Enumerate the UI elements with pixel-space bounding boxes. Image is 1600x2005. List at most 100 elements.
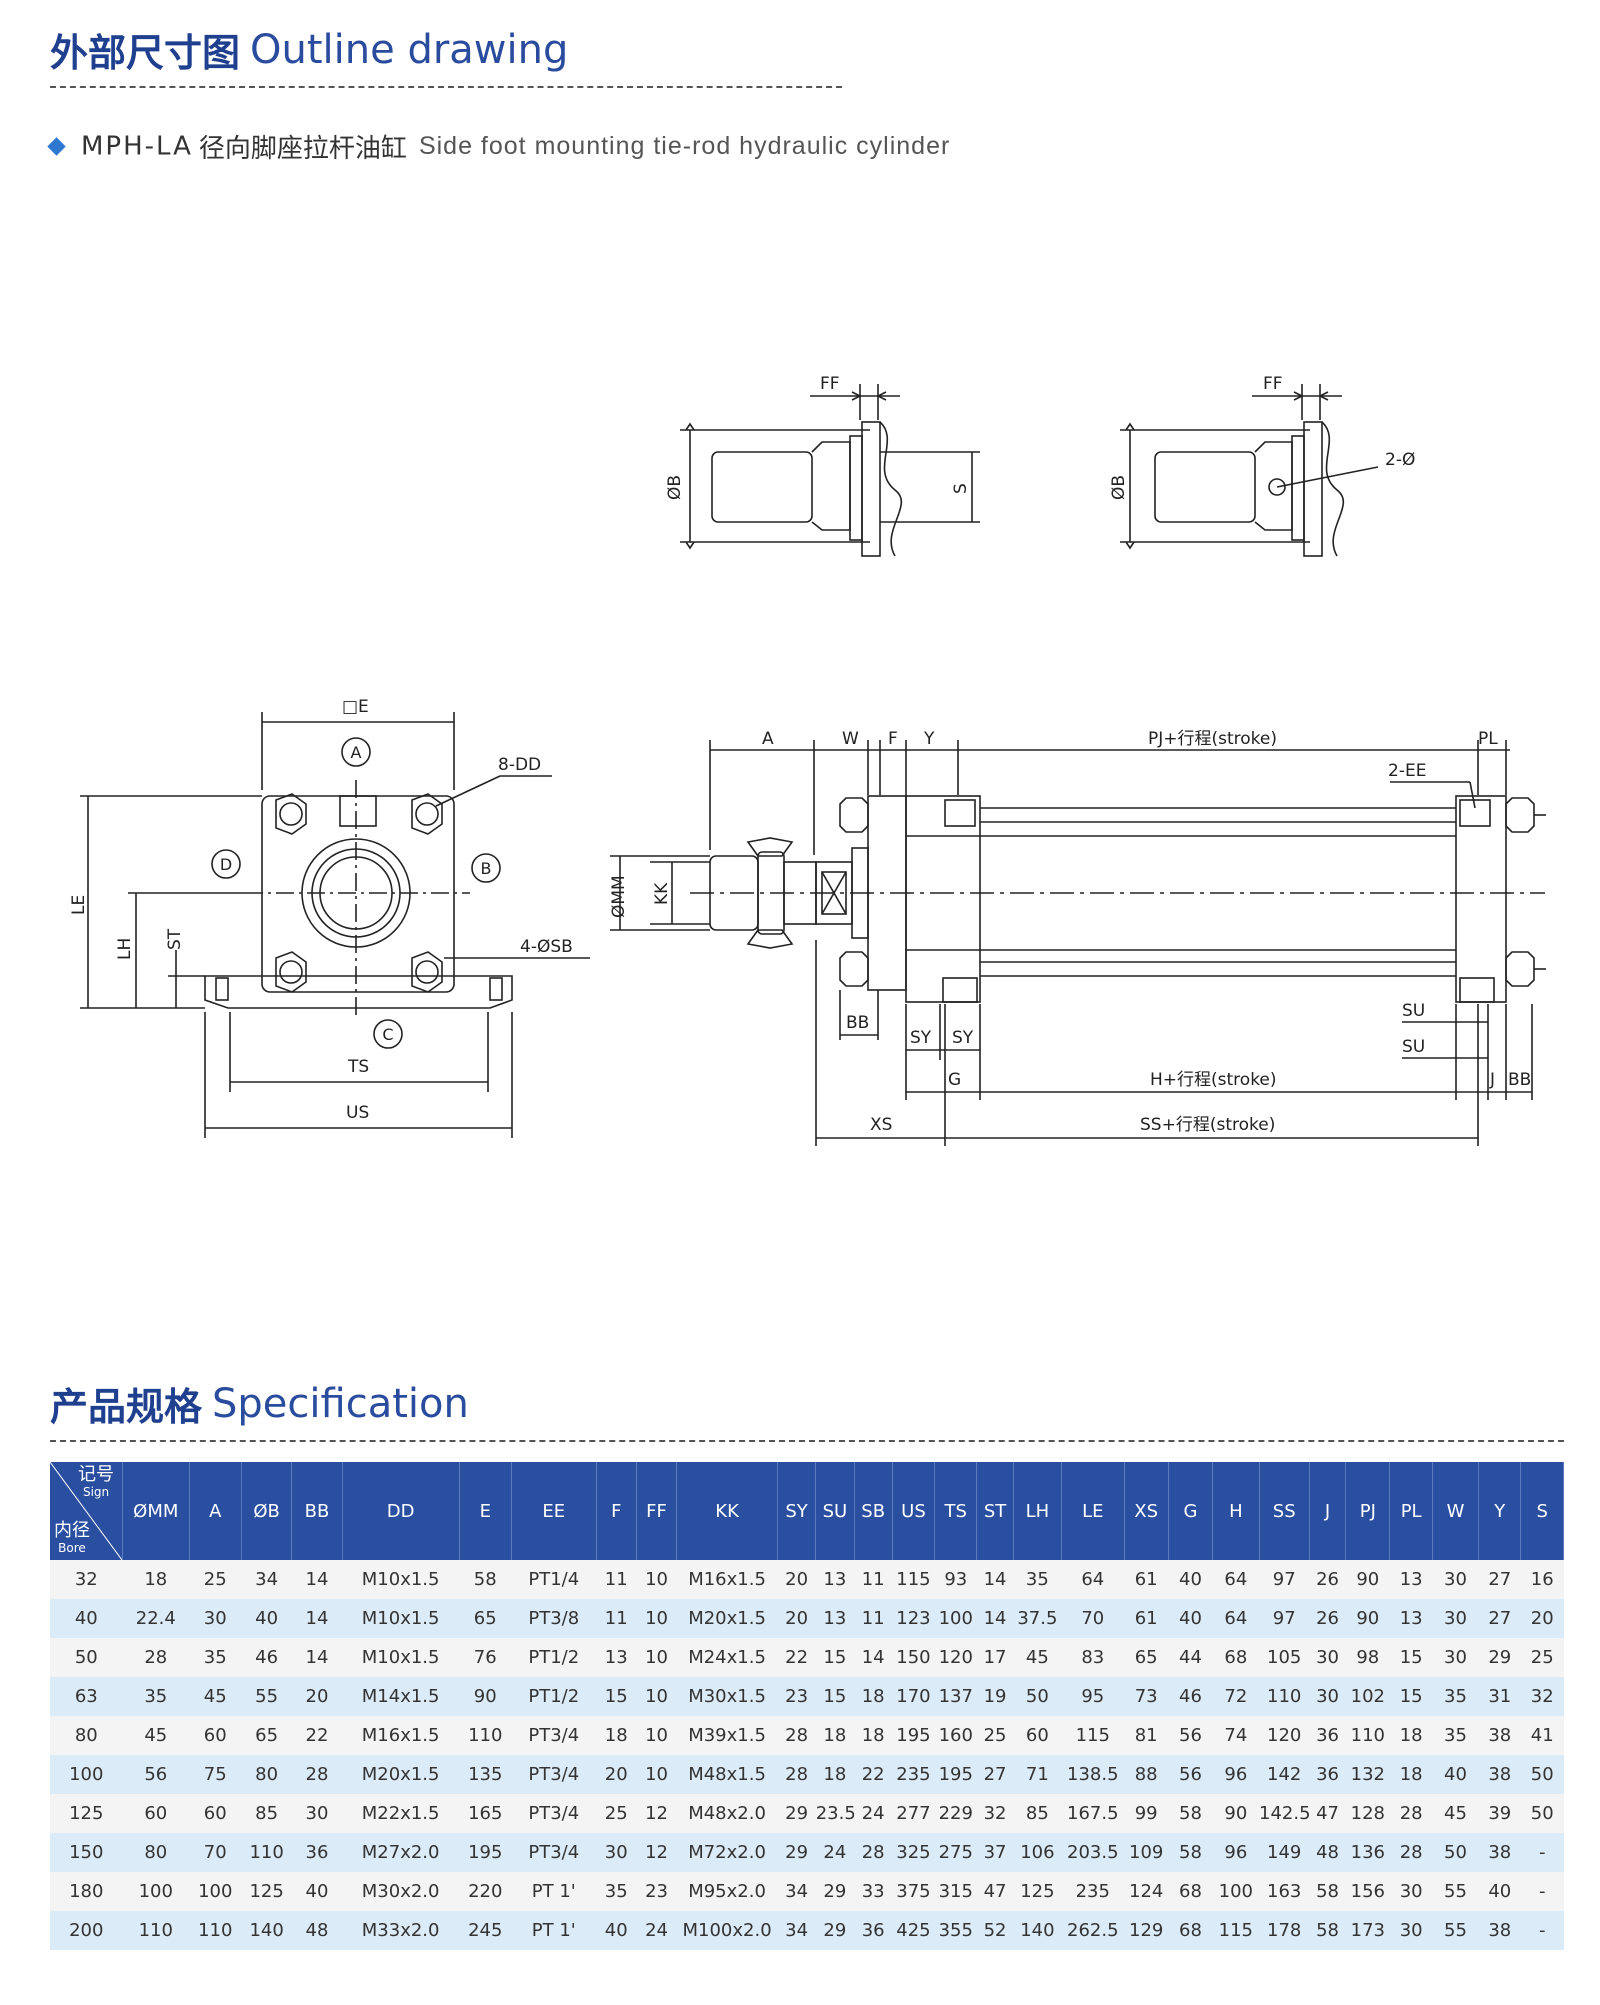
table-cell: 110 [122,1911,190,1950]
table-cell: 100 [1212,1872,1260,1911]
table-cell: 50 [1520,1794,1564,1833]
col-header: US [892,1462,936,1560]
table-cell: 125 [1013,1872,1062,1911]
table-cell: 18 [815,1755,855,1794]
table-cell: 156 [1345,1872,1390,1911]
y-label: Y [923,729,935,749]
table-cell: 10 [636,1560,677,1599]
col-header: E [459,1462,512,1560]
mm-label: ØMM [609,875,629,918]
table-cell: 40 [1168,1560,1213,1599]
table-cell: 325 [892,1833,935,1872]
sy-label-2: SY [952,1028,974,1048]
table-cell: 13 [1389,1599,1433,1638]
table-cell: 29 [777,1833,816,1872]
table-cell: 40 [596,1911,637,1950]
bb-label: BB [846,1013,869,1033]
port-c-label: C [382,1025,393,1044]
table-cell: 34 [777,1911,816,1950]
col-header: G [1168,1462,1214,1560]
table-cell: 58 [459,1560,512,1599]
table-cell: 229 [934,1794,977,1833]
f-label: F [888,729,898,749]
table-cell: 65 [1124,1638,1169,1677]
table-cell: 163 [1259,1872,1310,1911]
table-cell: 40 [1432,1755,1479,1794]
table-cell: 15 [1389,1677,1433,1716]
table-cell: 38 [1478,1716,1521,1755]
table-cell: 20 [777,1560,816,1599]
table-cell: 124 [1124,1872,1169,1911]
table-cell: 136 [1345,1833,1390,1872]
bore-cell: 63 [50,1677,123,1716]
table-cell: 90 [1345,1599,1390,1638]
table-cell: PT1/4 [511,1560,597,1599]
table-cell: 18 [815,1716,855,1755]
table-cell: 425 [892,1911,935,1950]
table-cell: 90 [459,1677,512,1716]
table-cell: 74 [1212,1716,1260,1755]
table-cell: 115 [1061,1716,1125,1755]
table-cell: 105 [1259,1638,1310,1677]
table-cell: 90 [1212,1794,1260,1833]
table-cell: 167.5 [1061,1794,1125,1833]
table-cell: 40 [1478,1872,1521,1911]
table-cell: 31 [1478,1677,1521,1716]
table-cell: 72 [1212,1677,1260,1716]
j-label: J [1489,1070,1495,1090]
bore-cell: 32 [50,1560,123,1599]
table-cell: 88 [1124,1755,1169,1794]
ts-label: TS [347,1057,369,1077]
table-cell: M14x1.5 [342,1677,460,1716]
col-header: KK [676,1462,778,1560]
table-cell: 60 [189,1716,242,1755]
table-cell: 30 [1432,1599,1479,1638]
table-cell: 60 [122,1794,190,1833]
table-cell: 27 [1478,1560,1521,1599]
table-cell: 100 [934,1599,977,1638]
table-cell: 25 [1520,1638,1564,1677]
table-cell: 30 [596,1833,637,1872]
table-cell: M16x1.5 [342,1716,460,1755]
table-cell: 22 [291,1716,343,1755]
table-cell: 18 [596,1716,637,1755]
table-cell: 160 [934,1716,977,1755]
table-cell: M33x2.0 [342,1911,460,1950]
table-cell: 55 [1432,1872,1479,1911]
table-cell: 140 [1013,1911,1062,1950]
pj-label: PJ+行程(stroke) [1148,729,1277,749]
table-cell: 245 [459,1911,512,1950]
table-cell: 32 [1520,1677,1564,1716]
dd-label: 8-DD [498,755,541,775]
subtitle-cn: 径向脚座拉杆油缸 [198,134,407,164]
rear-nut-bottom [1505,951,1535,987]
table-cell: 35 [1013,1560,1062,1599]
table-cell: 17 [976,1638,1014,1677]
col-header: S [1520,1462,1564,1560]
table-cell: 81 [1124,1716,1169,1755]
ff-label-2: FF [1263,374,1283,394]
table-cell: 47 [976,1872,1014,1911]
col-header: SU [815,1462,855,1560]
table-cell: 45 [1013,1638,1062,1677]
table-cell: - [1520,1911,1564,1950]
h-label: H+行程(stroke) [1150,1070,1277,1090]
table-cell: 93 [934,1560,977,1599]
table-cell: 29 [815,1911,855,1950]
table-cell: M10x1.5 [342,1560,460,1599]
table-cell: PT3/4 [511,1833,597,1872]
table-cell: 149 [1259,1833,1310,1872]
front-nut-bottom [839,951,869,987]
end-view: □E A B C D 8-DD 4-ØSB LE LH ST TS US [69,697,590,1138]
hex-nut-top-right [411,793,443,835]
table-cell: 203.5 [1061,1833,1125,1872]
table-cell: 110 [241,1833,292,1872]
table-cell: 15 [815,1638,855,1677]
table-cell: 85 [1013,1794,1062,1833]
table-cell: 29 [777,1794,816,1833]
b-dia-label-1: ØB [665,475,685,500]
